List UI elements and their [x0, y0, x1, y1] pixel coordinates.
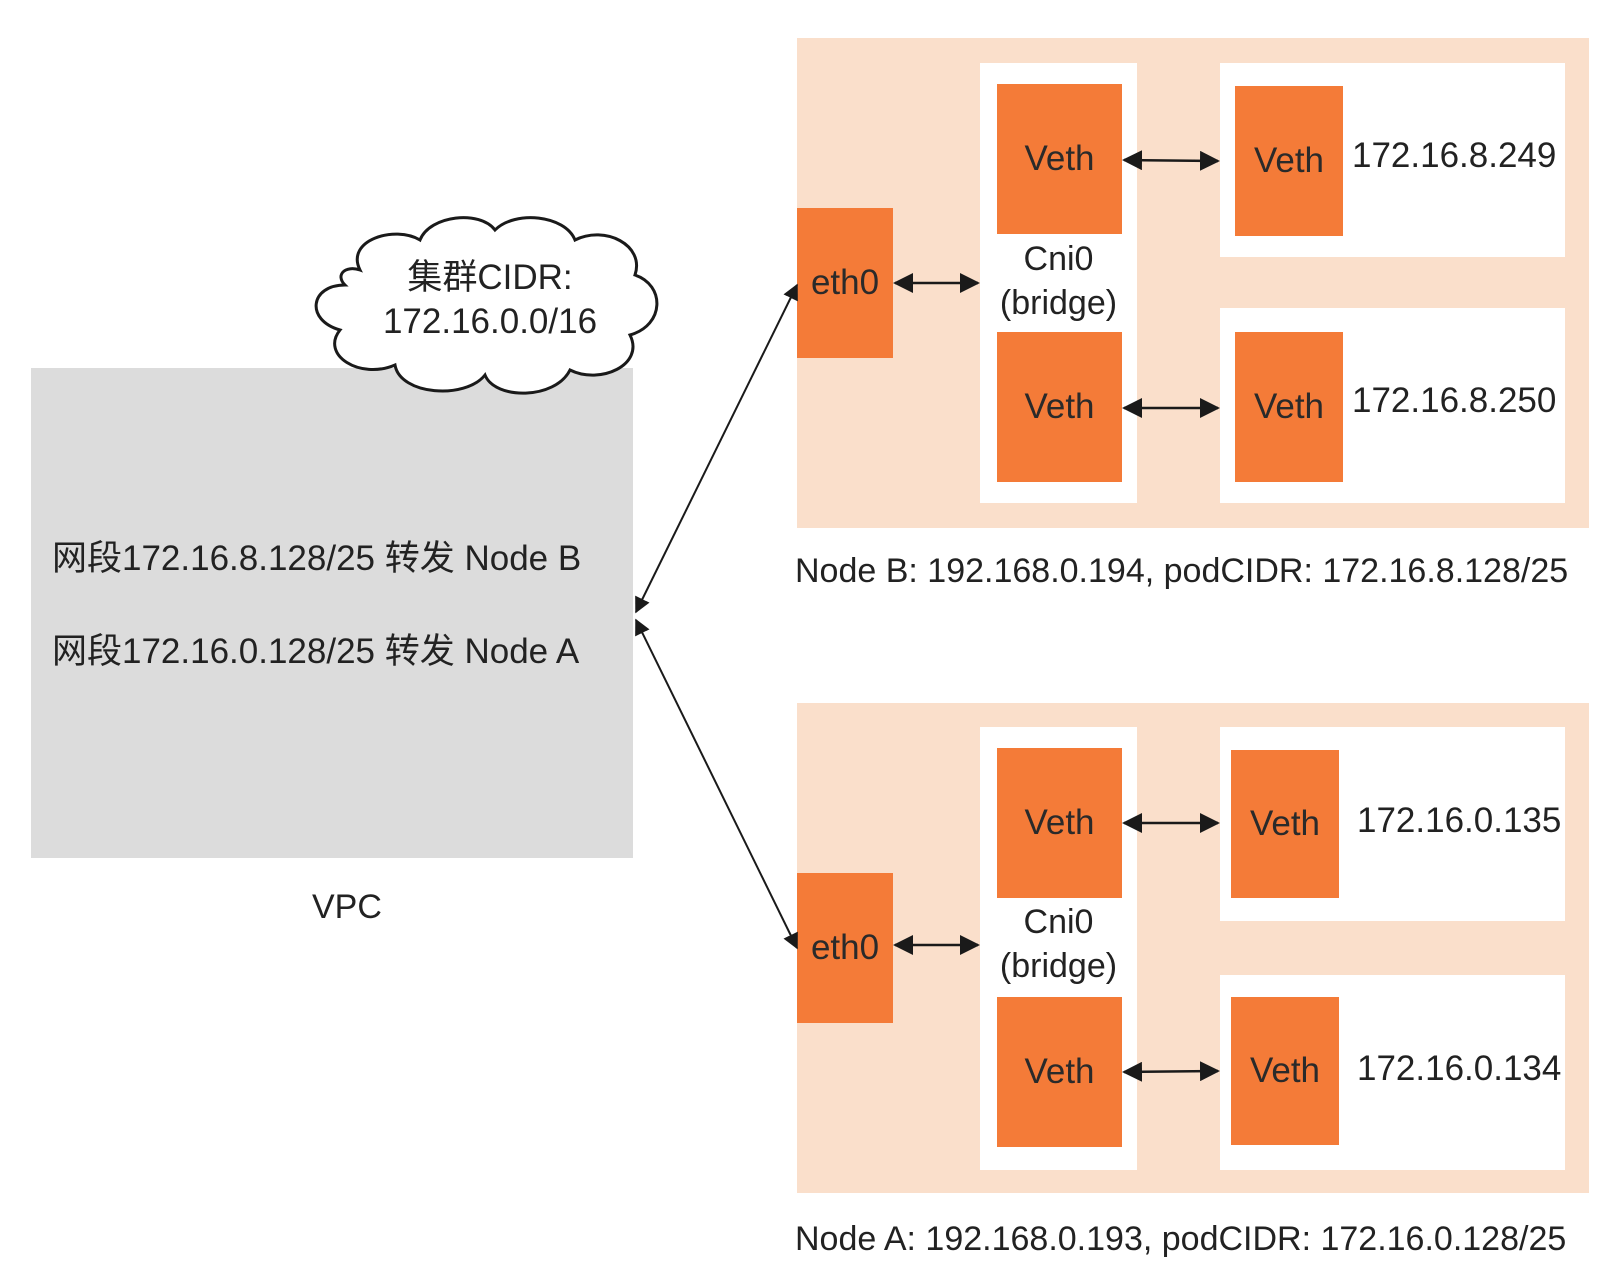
node-b-pod-2-veth: Veth [1235, 332, 1343, 482]
node-b-pod-1-ip: 172.16.8.249 [1352, 136, 1557, 175]
vpc-route-node-b: 网段172.16.8.128/25 转发 Node B [52, 539, 582, 578]
cluster-cidr-cloud-icon [314, 216, 659, 395]
node-a-caption: Node A: 192.168.0.193, podCIDR: 172.16.0… [795, 1220, 1567, 1258]
node-b-bridge-label: Cni0 (bridge) [981, 237, 1136, 325]
cluster-cidr-title: 集群CIDR: [407, 258, 573, 297]
node-a-bridge-type: (bridge) [999, 947, 1118, 985]
node-b-bridge-veth-1: Veth [997, 84, 1122, 234]
vpc-route-node-a: 网段172.16.0.128/25 转发 Node A [52, 632, 580, 671]
node-a-bridge-veth-1: Veth [997, 748, 1122, 898]
vpc-box [31, 368, 633, 858]
node-b-pod-1-veth: Veth [1235, 86, 1343, 236]
node-b-caption: Node B: 192.168.0.194, podCIDR: 172.16.8… [795, 552, 1569, 590]
node-b-bridge-veth-2: Veth [997, 332, 1122, 482]
node-a-eth0: eth0 [797, 873, 893, 1023]
node-a-pod-2-veth: Veth [1231, 997, 1339, 1145]
node-a-bridge-name: Cni0 [1023, 903, 1094, 941]
node-b-bridge-type: (bridge) [999, 284, 1118, 322]
node-b-eth0: eth0 [797, 208, 893, 358]
node-a-pod-1-ip: 172.16.0.135 [1357, 801, 1562, 840]
node-b-pod-2-ip: 172.16.8.250 [1352, 381, 1557, 420]
vpc-to-node-a-arrow [635, 618, 798, 950]
cluster-cidr-label: 集群CIDR: 172.16.0.0/16 [355, 256, 625, 344]
node-a-bridge-veth-2: Veth [997, 997, 1122, 1147]
node-a-bridge-label: Cni0 (bridge) [981, 900, 1136, 988]
node-a-pod-2-ip: 172.16.0.134 [1357, 1049, 1562, 1088]
node-a-pod-1-veth: Veth [1231, 750, 1339, 898]
node-b-bridge-name: Cni0 [1023, 240, 1094, 278]
cluster-cidr-value: 172.16.0.0/16 [382, 302, 598, 341]
vpc-label: VPC [312, 888, 382, 926]
